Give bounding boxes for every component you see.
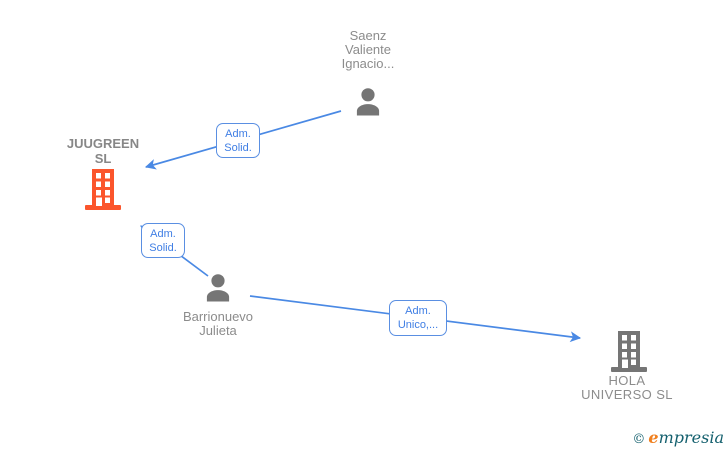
brand-initial: e (648, 428, 659, 447)
node-label-barrionuevo[interactable]: Barrionuevo Julieta (182, 309, 254, 338)
node-label-saenz[interactable]: Saenz Valiente Ignacio... (341, 28, 395, 71)
node-label-juugreen[interactable]: JUUGREEN SL (66, 136, 140, 166)
building-icon-juugreen[interactable] (84, 168, 122, 210)
person-icon-saenz[interactable] (350, 84, 386, 120)
brand-rest: mpresia (658, 428, 724, 447)
edge-label-adm-unico[interactable]: Adm. Unico,... (389, 300, 447, 336)
empresia-logo[interactable]: ©empresia (632, 428, 724, 447)
person-icon-barrionuevo[interactable] (200, 270, 236, 306)
edge-label-adm-solid-2[interactable]: Adm. Solid. (141, 223, 185, 258)
copyright-icon: © (632, 432, 646, 447)
brand-wordmark: empresia (648, 428, 724, 447)
edge-label-adm-solid-1[interactable]: Adm. Solid. (216, 123, 260, 158)
node-label-hola[interactable]: HOLA UNIVERSO SL (581, 373, 673, 402)
building-icon-hola[interactable] (610, 330, 648, 372)
